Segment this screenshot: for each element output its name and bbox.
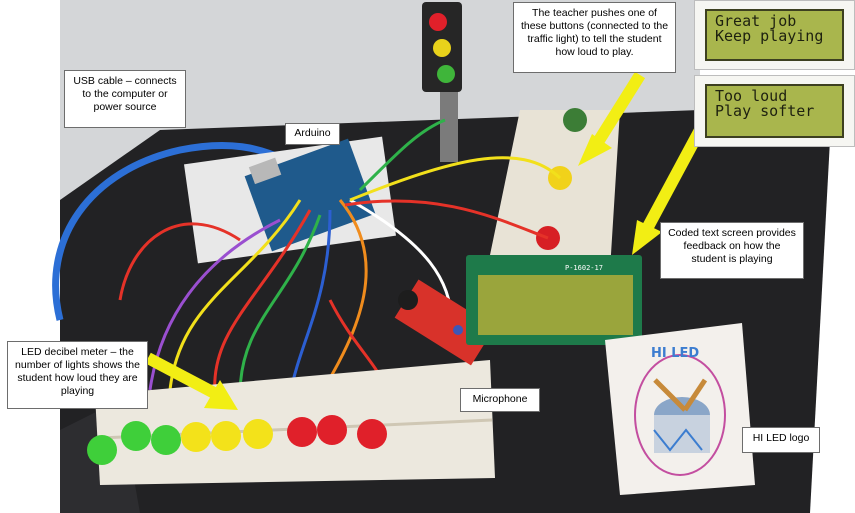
lcd-inset-great-job-line2: Keep playing [715, 27, 824, 45]
microphone-potentiometer [453, 325, 463, 335]
annotation-arrows [145, 71, 706, 410]
callout-teacher-buttons: The teacher pushes one of these buttons … [513, 2, 676, 73]
microphone-capsule [398, 290, 418, 310]
traffic-light [422, 2, 462, 162]
arrow-to-led-meter-head [204, 380, 238, 410]
logo-text: HI LED [651, 346, 700, 361]
callout-lcd-feedback: Coded text screen provides feedback on h… [660, 222, 804, 279]
traffic-yellow-light [433, 39, 451, 57]
traffic-green-light [437, 65, 455, 83]
arrow-to-buttons-head [578, 134, 612, 166]
lcd-inset-too-loud-line2: Play softer [715, 102, 815, 120]
arrow-to-buttons [587, 71, 646, 154]
lcd-inset-great-job: Great job Keep playing [694, 0, 855, 70]
led-yellow-2 [211, 421, 241, 451]
traffic-red-light [429, 13, 447, 31]
led-green-1 [87, 435, 117, 465]
lcd-module-label: P-1602-17 [565, 264, 603, 272]
callout-arduino: Arduino [285, 123, 340, 145]
lcd-module: P-1602-17 [466, 255, 642, 345]
usb-cable [52, 142, 287, 321]
arduino-board [184, 136, 396, 264]
led-red-1 [287, 417, 317, 447]
lcd-inset-too-loud: Too loud Play softer [694, 75, 855, 147]
led-green-2 [121, 421, 151, 451]
drumstick-1 [653, 378, 687, 412]
lcd-inset-great-job-line1: Great job [715, 12, 797, 30]
callout-led-meter: LED decibel meter – the number of lights… [7, 341, 148, 409]
lcd-inset-too-loud-screen: Too loud Play softer [705, 84, 844, 138]
hi-led-logo-card [605, 323, 755, 495]
arrow-to-led-meter [145, 352, 221, 401]
led-meter [87, 415, 387, 465]
callout-microphone: Microphone [460, 388, 540, 412]
logo-flower-outline [634, 354, 726, 476]
lcd-inset-too-loud-line1: Too loud [715, 87, 788, 105]
lcd-module-screen [478, 275, 633, 335]
led-red-3 [357, 419, 387, 449]
led-green-3 [151, 425, 181, 455]
led-red-2 [317, 415, 347, 445]
arrow-to-lcd-head [632, 220, 662, 255]
drumstick-2 [682, 378, 708, 412]
lcd-inset-great-job-screen: Great job Keep playing [705, 9, 844, 61]
arrow-to-lcd [636, 127, 706, 241]
callout-hi-led-logo: HI LED logo [742, 427, 820, 453]
led-yellow-1 [181, 422, 211, 452]
traffic-light-pole [440, 92, 458, 162]
callout-usb-cable: USB cable – connects to the computer or … [64, 70, 186, 128]
led-yellow-3 [243, 419, 273, 449]
buzzer [563, 108, 587, 132]
arduino-usb-port [248, 157, 282, 185]
